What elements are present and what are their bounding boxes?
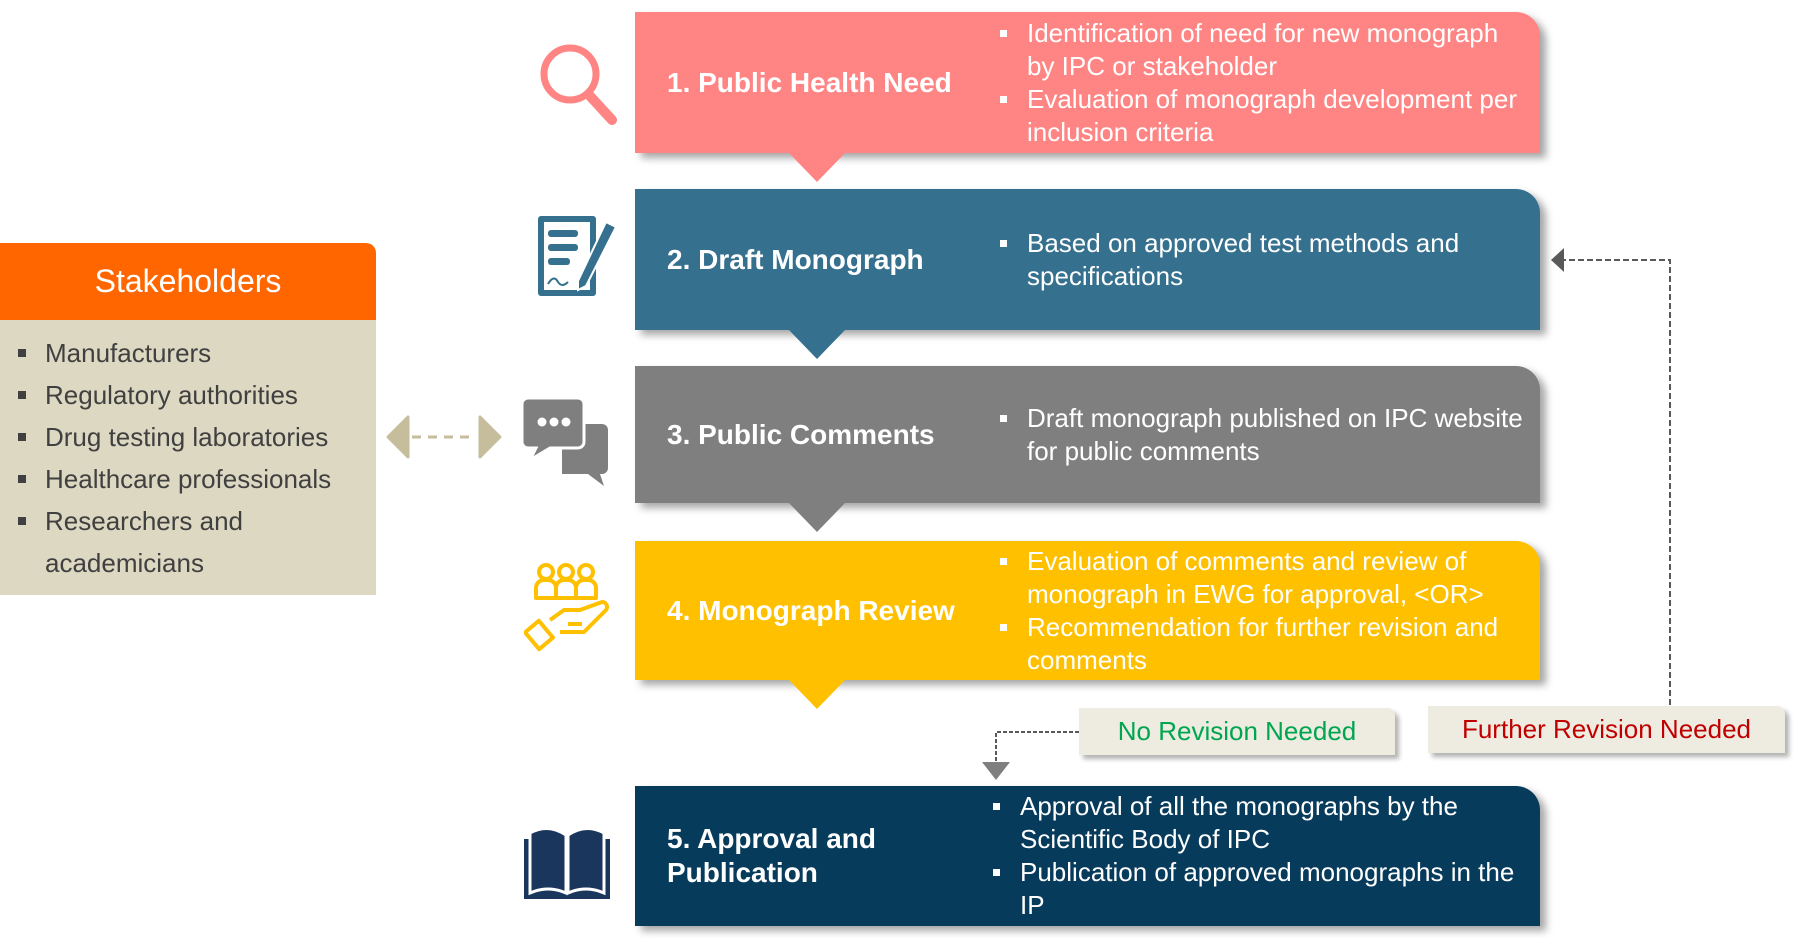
step-pointer <box>789 680 845 709</box>
step-bullet: Approval of all the monographs by the Sc… <box>993 790 1530 856</box>
step-title: 2. Draft Monograph <box>667 243 924 275</box>
step-bullet: Draft monograph published on IPC website… <box>1000 402 1530 468</box>
stakeholder-item: Drug testing laboratories <box>18 416 376 458</box>
stakeholder-item: Manufacturers <box>18 332 376 374</box>
step-bullet: Recommendation for further revision and … <box>1000 611 1530 677</box>
no-revision-connector <box>982 731 1079 780</box>
stakeholder-item: Researchers and academicians <box>18 500 376 584</box>
no-revision-label: No Revision Needed <box>1079 708 1395 755</box>
step-bullets: Evaluation of comments and review of mon… <box>1000 541 1530 680</box>
step-bullet: Based on approved test methods and speci… <box>1000 227 1530 293</box>
step-pointer <box>789 153 845 182</box>
stakeholders-list: Manufacturers Regulatory authorities Dru… <box>0 320 376 584</box>
step-monograph-review: 4. Monograph Review Evaluation of commen… <box>635 541 1540 680</box>
document-pen-icon <box>538 216 618 296</box>
no-revision-text: No Revision Needed <box>1117 716 1357 746</box>
step-public-health-need: 1. Public Health Need Identification of … <box>635 12 1540 153</box>
chat-bubbles-icon <box>522 396 608 486</box>
people-hand-icon <box>524 563 609 652</box>
stakeholders-panel: Stakeholders Manufacturers Regulatory au… <box>0 243 376 595</box>
stakeholders-header: Stakeholders <box>0 243 376 320</box>
stakeholders-list-body: Manufacturers Regulatory authorities Dru… <box>0 320 376 595</box>
step-bullet: Evaluation of monograph development per … <box>1000 83 1530 149</box>
step-title: 3. Public Comments <box>667 418 935 450</box>
step-bullets: Draft monograph published on IPC website… <box>1000 366 1530 503</box>
step-bullets: Approval of all the monographs by the Sc… <box>993 786 1530 926</box>
step-approval-publication: 5. Approval and Publication Approval of … <box>635 786 1540 926</box>
bidirectional-dashed-arrow <box>386 415 502 459</box>
step-title: 4. Monograph Review <box>667 594 955 626</box>
stakeholder-item: Healthcare professionals <box>18 458 376 500</box>
stakeholder-item: Regulatory authorities <box>18 374 376 416</box>
step-bullet: Publication of approved monographs in th… <box>993 856 1530 922</box>
step-draft-monograph: 2. Draft Monograph Based on approved tes… <box>635 189 1540 330</box>
step-bullets: Identification of need for new monograph… <box>1000 12 1530 153</box>
step-bullet: Evaluation of comments and review of mon… <box>1000 545 1530 611</box>
step-bullet: Identification of need for new monograph… <box>1000 17 1530 83</box>
further-revision-text: Further Revision Needed <box>1461 714 1752 744</box>
step-pointer <box>789 503 845 532</box>
further-revision-label: Further Revision Needed <box>1428 706 1785 753</box>
step-pointer <box>789 330 845 359</box>
open-book-icon <box>524 827 610 899</box>
step-public-comments: 3. Public Comments Draft monograph publi… <box>635 366 1540 503</box>
step-title: 5. Approval and Publication <box>667 823 877 888</box>
step-bullets: Based on approved test methods and speci… <box>1000 189 1530 330</box>
magnifier-icon <box>540 44 617 125</box>
further-revision-connector <box>1551 248 1671 705</box>
step-title: 1. Public Health Need <box>667 66 952 98</box>
